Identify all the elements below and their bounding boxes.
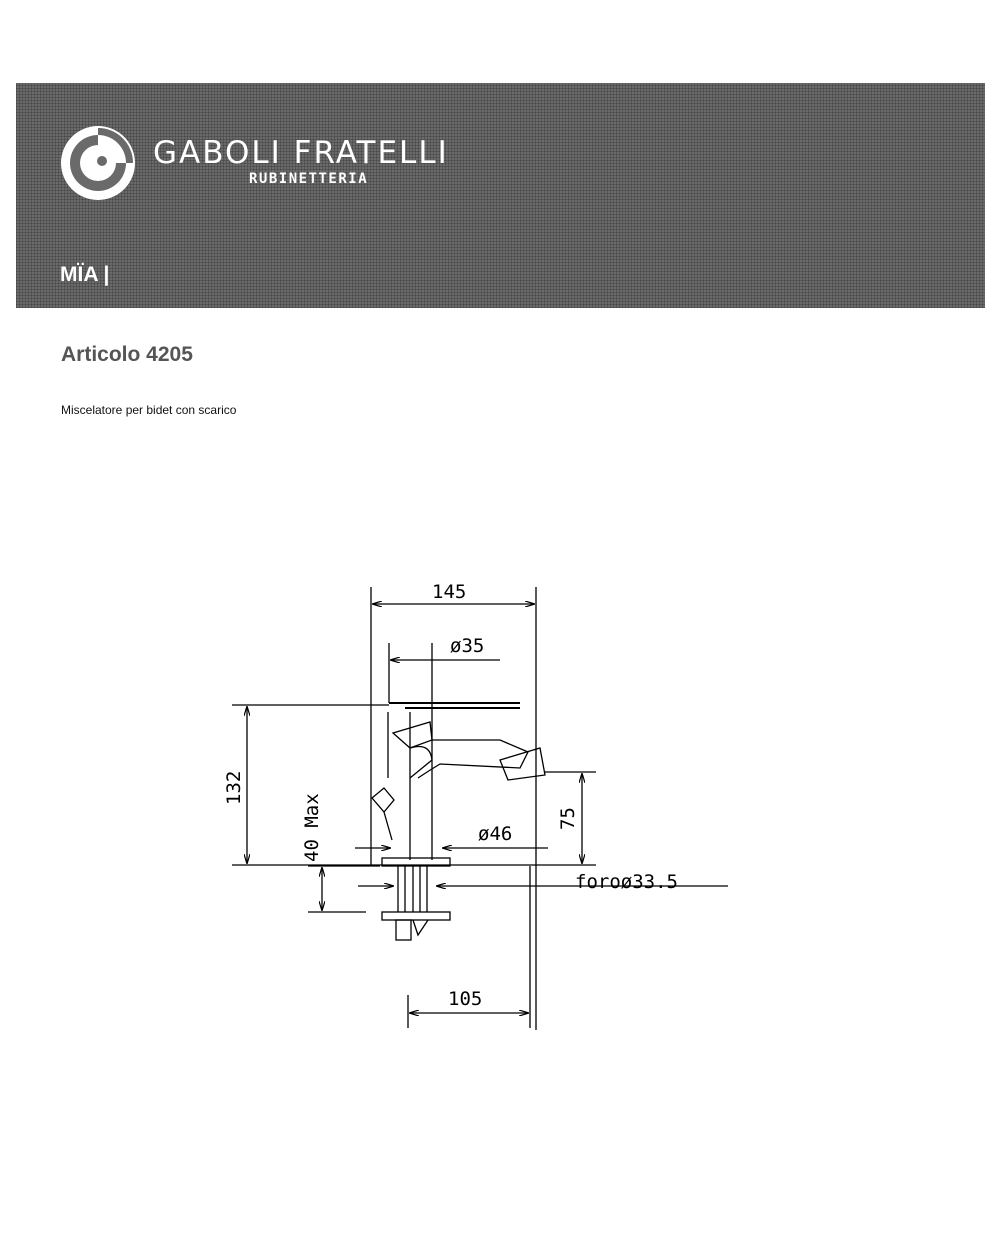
product-title: Articolo 4205 <box>61 343 193 366</box>
header-banner: GABOLI FRATELLI RUBINETTERIA MÏA | <box>16 83 985 308</box>
dim-height-total: 132 <box>223 771 245 805</box>
brand-name: GABOLI FRATELLI <box>153 135 449 171</box>
dim-reach: 105 <box>448 988 482 1010</box>
dim-hole-dia: foroø33.5 <box>575 871 678 893</box>
dim-width-total: 145 <box>432 581 466 603</box>
product-description: Miscelatore per bidet con scarico <box>61 403 237 417</box>
dim-deck-thickness: 40 Max <box>301 793 323 862</box>
dim-handle-dia: ø35 <box>450 635 484 657</box>
brand-subtitle: RUBINETTERIA <box>249 171 369 187</box>
dim-spout-height: 75 <box>557 807 579 830</box>
series-name: MÏA | <box>60 263 110 286</box>
spiral-logo-icon <box>61 126 135 200</box>
dim-body-dia: ø46 <box>478 823 512 845</box>
